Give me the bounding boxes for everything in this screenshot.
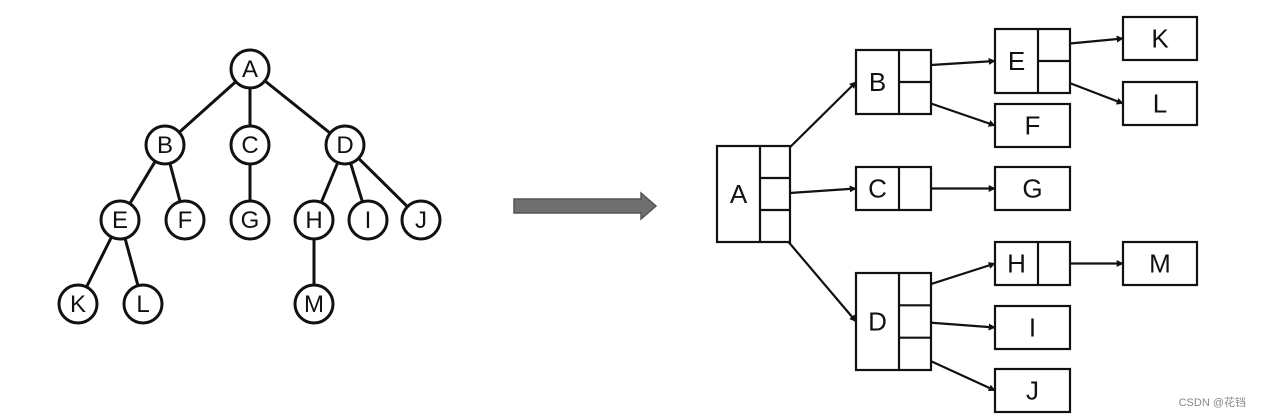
tree-node-label: K bbox=[70, 291, 86, 318]
list-node-label: A bbox=[730, 179, 748, 209]
tree-node-k: K bbox=[57, 283, 99, 325]
tree-node-circle bbox=[122, 283, 164, 325]
tree-edge-a-d bbox=[263, 79, 332, 135]
list-node-box bbox=[854, 165, 933, 212]
tree-node-label: L bbox=[136, 291, 149, 318]
tree-nodes: A B C D E F G H I J K L M bbox=[57, 48, 442, 325]
list-node-box bbox=[993, 102, 1072, 149]
tree-node-h: H bbox=[293, 199, 335, 241]
list-node-label: E bbox=[1008, 46, 1025, 76]
tree-node-circle bbox=[229, 124, 271, 166]
tree-node-f: F bbox=[164, 199, 206, 241]
tree-node-circle bbox=[293, 283, 335, 325]
tree-node-circle bbox=[99, 199, 141, 241]
list-node-label: D bbox=[868, 307, 887, 337]
list-node-d: D bbox=[854, 271, 933, 372]
tree-edge-b-f bbox=[168, 162, 182, 203]
watermark: CSDN @花铛 bbox=[1178, 397, 1246, 409]
tree-node-g: G bbox=[229, 199, 271, 241]
tree-edge-a-b bbox=[178, 80, 237, 134]
list-node-k: K bbox=[1121, 15, 1199, 62]
list-node-a: A bbox=[715, 144, 792, 244]
list-node-f: F bbox=[993, 102, 1072, 149]
list-node-box bbox=[993, 367, 1072, 414]
tree-node-label: E bbox=[112, 207, 128, 234]
list-node-box bbox=[993, 304, 1072, 351]
tree-edge-b-e bbox=[128, 160, 157, 205]
tree-node-label: A bbox=[242, 56, 258, 83]
list-node-box bbox=[993, 165, 1072, 212]
list-node-label: C bbox=[868, 174, 887, 204]
tree-node-label: C bbox=[241, 132, 258, 159]
tree-edge-e-k bbox=[85, 236, 113, 288]
arrow-shape bbox=[513, 191, 658, 221]
tree-node-label: B bbox=[157, 132, 173, 159]
list-node-box bbox=[854, 271, 933, 372]
list-node-j: J bbox=[993, 367, 1072, 414]
tree-node-circle bbox=[293, 199, 335, 241]
list-node-box bbox=[993, 240, 1072, 287]
tree-node-label: F bbox=[178, 207, 193, 234]
tree-edge-d-h bbox=[319, 161, 340, 204]
list-node-b: B bbox=[854, 48, 933, 116]
tree-node-circle bbox=[164, 199, 206, 241]
list-node-box bbox=[1121, 240, 1199, 287]
child-list-boxes: A B C D E H F G I J K L M bbox=[715, 15, 1199, 414]
tree-edge-d-i bbox=[349, 162, 364, 203]
tree-edge-e-l bbox=[123, 237, 140, 287]
list-node-box bbox=[1121, 15, 1199, 62]
tree-node-l: L bbox=[122, 283, 164, 325]
tree-node-d: D bbox=[324, 124, 366, 166]
list-node-e: E bbox=[993, 27, 1072, 95]
list-node-i: I bbox=[993, 304, 1072, 351]
tree-node-circle bbox=[57, 283, 99, 325]
tree-node-m: M bbox=[293, 283, 335, 325]
tree-node-circle bbox=[347, 199, 389, 241]
tree-node-b: B bbox=[144, 124, 186, 166]
tree-node-label: J bbox=[415, 207, 427, 234]
tree-node-j: J bbox=[400, 199, 442, 241]
tree-node-circle bbox=[400, 199, 442, 241]
list-node-label: G bbox=[1022, 174, 1042, 204]
list-node-label: B bbox=[869, 67, 886, 97]
tree-node-e: E bbox=[99, 199, 141, 241]
tree-node-circle bbox=[144, 124, 186, 166]
list-node-label: M bbox=[1149, 249, 1171, 279]
tree-node-c: C bbox=[229, 124, 271, 166]
tree-edge-d-j bbox=[357, 157, 409, 208]
tree-node-label: D bbox=[336, 132, 353, 159]
list-node-m: M bbox=[1121, 240, 1199, 287]
tree-node-circle bbox=[229, 48, 271, 90]
list-node-box bbox=[715, 144, 792, 244]
right-arrow-icon bbox=[513, 191, 658, 221]
list-node-label: J bbox=[1026, 376, 1039, 406]
list-node-label: K bbox=[1151, 24, 1169, 54]
list-node-box bbox=[1121, 80, 1199, 127]
tree-node-circle bbox=[324, 124, 366, 166]
list-node-label: I bbox=[1029, 313, 1036, 343]
tree-node-label: M bbox=[304, 291, 324, 318]
tree-node-label: I bbox=[365, 207, 372, 234]
tree-edges bbox=[85, 79, 409, 288]
list-node-l: L bbox=[1121, 80, 1199, 127]
tree-node-a: A bbox=[229, 48, 271, 90]
list-node-label: F bbox=[1025, 111, 1041, 141]
tree-node-i: I bbox=[347, 199, 389, 241]
list-node-label: H bbox=[1007, 249, 1026, 279]
tree-node-label: G bbox=[241, 207, 260, 234]
list-node-h: H bbox=[993, 240, 1072, 287]
tree-node-label: H bbox=[305, 207, 322, 234]
list-node-label: L bbox=[1153, 89, 1167, 119]
tree-node-circle bbox=[229, 199, 271, 241]
list-node-c: C bbox=[854, 165, 933, 212]
list-node-g: G bbox=[993, 165, 1072, 212]
